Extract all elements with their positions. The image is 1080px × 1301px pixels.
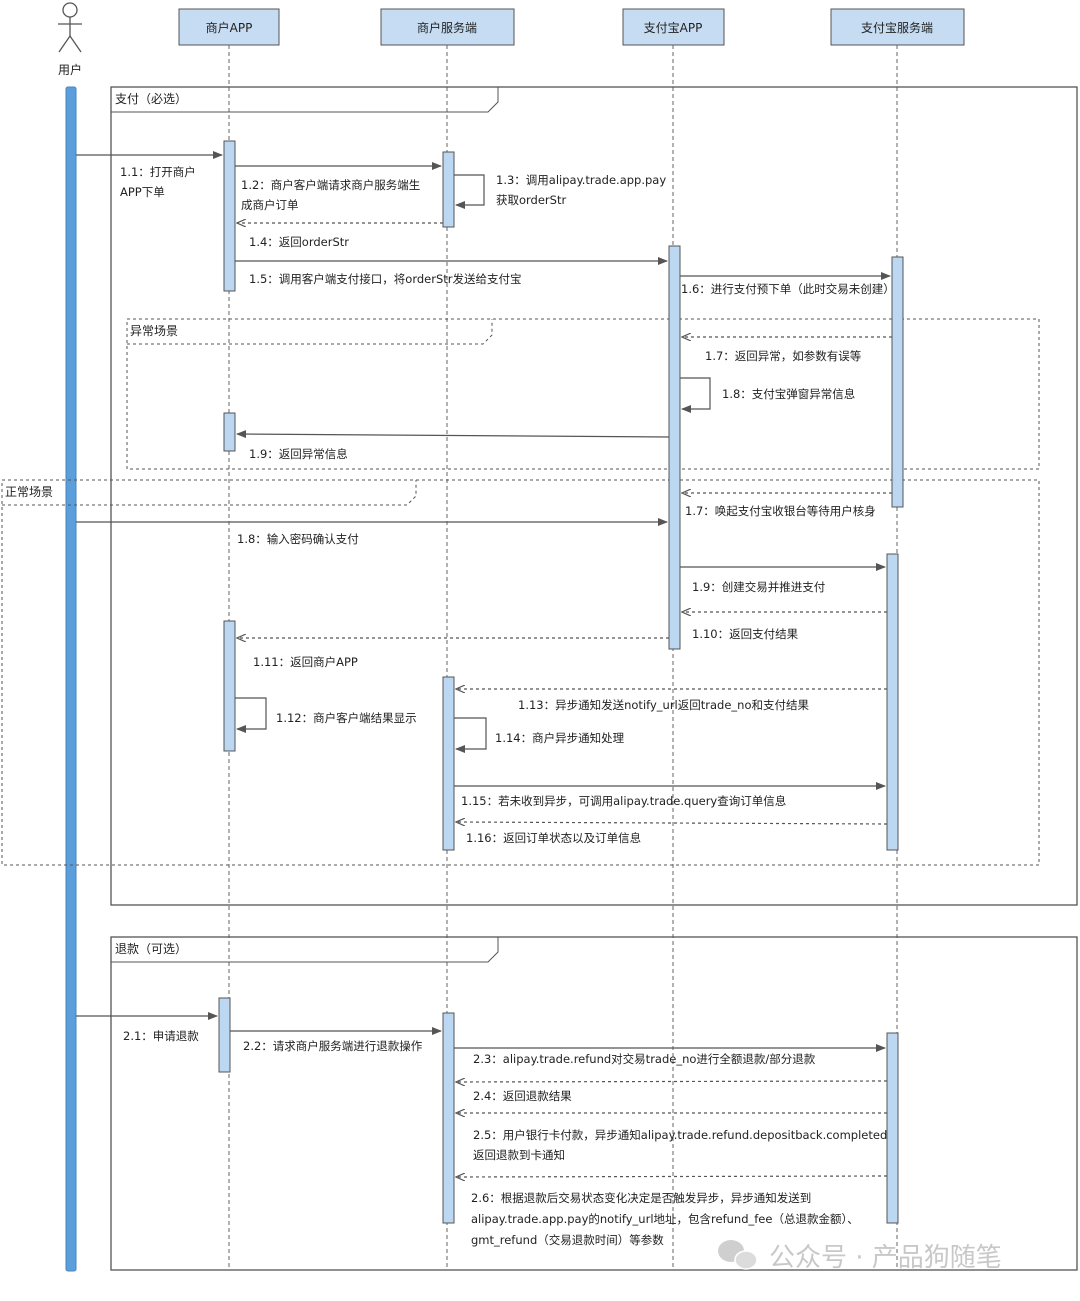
msg-2-4: 2.4：返回退款结果: [456, 1081, 888, 1103]
msg-label: 1.6：进行支付预下单（此时交易未创建）: [681, 282, 895, 296]
msg-label: 2.3：alipay.trade.refund对交易trade_no进行全额退款…: [473, 1052, 816, 1066]
participant-label: 商户服务端: [417, 20, 477, 35]
user-actor: 用户: [58, 2, 82, 77]
msg-label: 2.1：申请退款: [123, 1029, 199, 1043]
msg-label: 返回退款到卡通知: [473, 1148, 565, 1162]
msg-1-10: 1.10：返回支付结果: [682, 612, 887, 641]
msg-label: 1.12：商户客户端结果显示: [276, 711, 417, 725]
participant-label: 商户APP: [206, 20, 253, 35]
participant-merchant-server: 商户服务端: [380, 8, 515, 46]
msg-label: 1.10：返回支付结果: [692, 627, 799, 641]
frame-refund: 退款（可选）: [110, 936, 1078, 1271]
frame-title: 正常场景: [5, 485, 53, 499]
participant-alipay-server: 支付宝服务端: [830, 8, 965, 46]
activation-merchant-app: [223, 412, 236, 452]
msg-2-3: 2.3：alipay.trade.refund对交易trade_no进行全额退款…: [454, 1044, 886, 1066]
activation-merchant-app: [223, 140, 236, 292]
msg-label: 1.9：创建交易并推进支付: [692, 580, 825, 594]
msg-1-7-exception: 1.7：返回异常，如参数有误等: [682, 337, 892, 363]
activation-alipay-server: [886, 553, 899, 851]
msg-1-15: 1.15：若未收到异步，可调用alipay.trade.query查询订单信息: [454, 782, 886, 808]
msg-label: gmt_refund（交易退款时间）等参数: [471, 1233, 664, 1247]
msg-label: 1.2：商户客户端请求商户服务端生: [241, 178, 420, 192]
watermark-text: 公众号 · 产品狗随笔: [769, 1243, 1002, 1273]
activations: [218, 140, 904, 1224]
msg-2-5: 2.5：用户银行卡付款，异步通知alipay.trade.refund.depo…: [456, 1113, 887, 1162]
msg-label: 1.16：返回订单状态以及订单信息: [466, 831, 641, 845]
msg-1-1: 1.1：打开商户 APP下单: [76, 151, 223, 199]
msg-label: 1.7：唤起支付宝收银台等待用户核身: [685, 504, 876, 518]
msg-label: 1.1：打开商户: [120, 165, 196, 179]
participant-label: 支付宝APP: [644, 21, 703, 35]
msg-2-1: 2.1：申请退款: [76, 1012, 218, 1043]
msg-1-4: 1.4：返回orderStr: [237, 223, 443, 249]
msg-label: 成商户订单: [241, 198, 299, 212]
participant-label: 支付宝服务端: [861, 20, 933, 35]
msg-label: 1.7：返回异常，如参数有误等: [705, 349, 861, 363]
msg-label: alipay.trade.app.pay的notify_url地址，包含refu…: [471, 1212, 859, 1226]
activation-merchant-server: [442, 151, 455, 228]
msg-label: 1.5：调用客户端支付接口，将orderStr发送给支付宝: [249, 272, 522, 286]
msg-1-16: 1.16：返回订单状态以及订单信息: [456, 822, 888, 845]
msg-1-14: 1.14：商户异步通知处理: [454, 717, 625, 753]
activation-merchant-server: [442, 676, 455, 851]
frame-pay: 支付（必选）: [110, 86, 1078, 906]
msg-1-9-normal: 1.9：创建交易并推进支付: [680, 563, 886, 594]
msg-1-5: 1.5：调用客户端支付接口，将orderStr发送给支付宝: [235, 257, 668, 286]
msg-label: 2.5：用户银行卡付款，异步通知alipay.trade.refund.depo…: [473, 1128, 887, 1142]
msg-label: 1.13：异步通知发送notify_url返回trade_no和支付结果: [518, 698, 809, 712]
frame-title: 支付（必选）: [115, 92, 187, 106]
activation-alipay-server: [886, 1032, 899, 1224]
msg-label: 2.4：返回退款结果: [473, 1089, 572, 1103]
msg-label: 1.9：返回异常信息: [249, 447, 348, 461]
user-lifeline-bar: [65, 86, 77, 1272]
activation-merchant-app: [223, 620, 236, 752]
actor-label: 用户: [58, 62, 82, 77]
msg-label: 1.8：输入密码确认支付: [237, 532, 359, 546]
msg-label: 1.14：商户异步通知处理: [495, 731, 625, 745]
activation-alipay-server: [891, 256, 904, 508]
msg-1-11: 1.11：返回商户APP: [237, 638, 669, 669]
frame-normal: 正常场景: [1, 479, 1040, 866]
msg-1-12: 1.12：商户客户端结果显示: [235, 697, 417, 733]
msg-label: 1.15：若未收到异步，可调用alipay.trade.query查询订单信息: [461, 794, 786, 808]
msg-label: 1.4：返回orderStr: [249, 235, 349, 249]
msg-1-8-exception: 1.8：支付宝弹窗异常信息: [680, 377, 855, 413]
msg-1-8-normal: 1.8：输入密码确认支付: [76, 518, 668, 546]
wechat-icon: [718, 1240, 758, 1270]
activation-merchant-app: [218, 997, 231, 1073]
msg-1-7-normal: 1.7：唤起支付宝收银台等待用户核身: [682, 493, 892, 518]
activation-alipay-app: [668, 245, 681, 650]
msg-label: 1.3：调用alipay.trade.app.pay: [496, 173, 666, 187]
frame-title: 退款（可选）: [115, 942, 187, 956]
msg-1-13: 1.13：异步通知发送notify_url返回trade_no和支付结果: [456, 689, 887, 712]
participant-merchant-app: 商户APP: [178, 8, 280, 46]
msg-1-9-exception: 1.9：返回异常信息: [236, 430, 670, 461]
msg-2-6: 2.6：根据退款后交易状态变化决定是否触发异步，异步通知发送到 alipay.t…: [456, 1176, 888, 1247]
msg-2-2: 2.2：请求商户服务端进行退款操作: [230, 1027, 442, 1053]
activation-merchant-server: [442, 1012, 455, 1224]
msg-label: 获取orderStr: [496, 193, 566, 207]
msg-1-3: 1.3：调用alipay.trade.app.pay 获取orderStr: [454, 173, 666, 209]
watermark: 公众号 · 产品狗随笔: [718, 1240, 1002, 1273]
msg-label: 1.11：返回商户APP: [253, 655, 358, 669]
participant-alipay-app: 支付宝APP: [622, 8, 725, 46]
frame-title: 异常场景: [130, 324, 178, 338]
msg-label: APP下单: [120, 185, 165, 199]
msg-label: 1.8：支付宝弹窗异常信息: [722, 387, 855, 401]
msg-1-6: 1.6：进行支付预下单（此时交易未创建）: [680, 272, 895, 296]
msg-label: 2.6：根据退款后交易状态变化决定是否触发异步，异步通知发送到: [471, 1191, 811, 1205]
msg-1-2: 1.2：商户客户端请求商户服务端生 成商户订单: [235, 162, 442, 212]
frame-exception: 异常场景: [126, 318, 1040, 470]
msg-label: 2.2：请求商户服务端进行退款操作: [243, 1039, 423, 1053]
